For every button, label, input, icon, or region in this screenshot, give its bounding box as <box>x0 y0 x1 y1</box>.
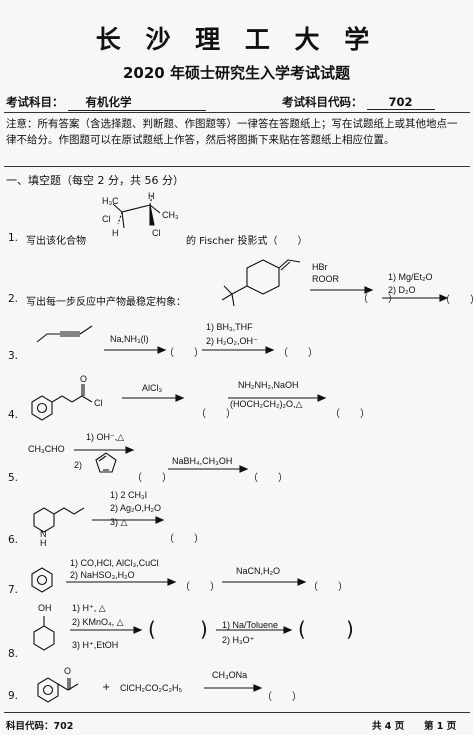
q5-reagent-oh: 1) OH⁻,△ <box>86 432 125 442</box>
q1-structure <box>112 195 161 229</box>
q9-number: 9. <box>8 690 19 702</box>
q1-text: 写出该化合物 <box>26 236 86 247</box>
q4-product1: （ ） <box>196 409 236 420</box>
q5-acetaldehyde: CH₃CHO <box>28 444 65 454</box>
q2-product2: （ ） <box>440 295 473 306</box>
q2-product1: （ ） <box>358 294 398 305</box>
q9-reagent-naome: CH₃ONa <box>212 670 248 680</box>
q5-product1: （ ） <box>132 473 172 484</box>
q3-product2: （ ） <box>278 348 318 359</box>
q5-reagent-2: 2) <box>74 460 83 470</box>
university-name: 长 沙 理 工 大 学 <box>95 25 378 54</box>
q5-product2: （ ） <box>248 473 288 484</box>
q6-number: 6. <box>8 534 19 546</box>
q8-reagent-h3o: 2) H₃O⁺ <box>222 635 255 645</box>
q3-product1: （ ） <box>164 348 204 359</box>
q7-product1: （ ） <box>180 582 220 593</box>
subject-label: 考试科目： <box>6 95 64 109</box>
q3-reagent-na: Na,NH₃(l) <box>110 334 149 344</box>
q1-h3c: H₃C <box>102 196 119 206</box>
q9-structure <box>37 677 263 703</box>
q7-structure <box>31 567 307 593</box>
q1-cl-right: Cl <box>152 228 161 238</box>
q6-reagent-ag2o: 2) Ag₂O,H₂O <box>110 503 162 513</box>
q2-reagent-roor: ROOR <box>312 274 339 284</box>
q4-cl: Cl <box>94 398 103 408</box>
q3-number: 3. <box>8 350 19 362</box>
code-label: 考试科目代码： <box>282 95 363 109</box>
q4-o: O <box>80 374 88 384</box>
q7-number: 7. <box>8 584 19 596</box>
q8-reagent-etoh: 3) H⁺,EtOH <box>72 640 119 650</box>
q6-n: N <box>40 529 47 539</box>
q5-reagent-nabh4: NaBH₄,CH₃OH <box>172 456 233 466</box>
q3-reagent-h2o2: 2) H₂O₂,OH⁻ <box>206 336 258 346</box>
q8-paren-right: ) <box>200 617 208 641</box>
notice-text: 注意：所有答案（含选择题、判断题、作图题等）一律答在答题纸上；写在试题纸上或其他… <box>6 118 458 146</box>
header-divider <box>4 112 470 113</box>
q4-reagent-alcl3: AlCl₃ <box>142 383 163 393</box>
q1-cl-left: Cl <box>102 214 111 224</box>
q8-paren2-left: ( <box>298 617 306 641</box>
q2-structure <box>221 259 449 307</box>
q6-reagent-mei: 1) 2 CH₃I <box>110 490 148 500</box>
q2-reagent-hbr: HBr <box>312 262 328 272</box>
q2-reagent-mg: 1) Mg/Et₂O <box>388 272 433 282</box>
footer-page-number: 第 1 页 <box>424 721 457 732</box>
q8-oh: OH <box>38 603 52 613</box>
q3-structure <box>36 325 275 354</box>
q6-product1: （ ） <box>164 534 204 545</box>
exam-title: 2020 年硕士研究生入学考试试题 <box>123 64 350 82</box>
q7-product2: （ ） <box>308 582 348 593</box>
subject-value: 有机化学 <box>67 94 206 111</box>
q2-reagent-d2o: 2) D₂O <box>388 285 416 295</box>
q8-reagent-h: 1) H⁺, △ <box>72 603 106 613</box>
q4-reagent-hydrazine: NH₂NH₂,NaOH <box>238 380 299 390</box>
q6-h: H <box>40 538 47 548</box>
q7-reagent-nacn: NaCN,H₂O <box>236 566 280 576</box>
q1-ch3: CH₃ <box>162 210 179 220</box>
q7-reagent-co: 1) CO,HCl, AlCl₃,CuCl <box>70 558 159 568</box>
q5-structure <box>74 446 249 473</box>
q9-product1: （ ） <box>262 692 302 703</box>
footer-code: 科目代码：702 <box>6 721 74 732</box>
q8-reagent-na: 1) Na/Toluene <box>222 620 279 630</box>
q2-number: 2. <box>8 293 19 305</box>
q9-plus: + <box>102 682 111 693</box>
q1-number: 1. <box>8 232 19 244</box>
q5-number: 5. <box>8 472 19 484</box>
code-value: 702 <box>366 95 435 110</box>
q6-reagent-heat: 3) △ <box>110 517 128 527</box>
q9-o: O <box>64 666 72 676</box>
q4-structure <box>31 384 327 421</box>
q2-text: 写出每一步反应中产物最稳定构象： <box>26 297 186 308</box>
q4-reagent-glycol: (HOCH₂CH₂)₂O,△ <box>230 399 303 409</box>
q8-structure <box>33 616 293 651</box>
q9-reagent-ester: ClCH₂CO₂C₂H₅ <box>120 683 183 693</box>
q8-number: 8. <box>8 648 19 660</box>
q1-h-left: H <box>112 228 119 238</box>
q8-reagent-kmno4: 2) KMnO₄, △ <box>72 617 124 627</box>
subject-line: 考试科目： 有机化学 <box>6 94 206 111</box>
q1-h-right: H <box>148 191 155 201</box>
q7-reagent-nahso3: 2) NaHSO₃,H₂O <box>70 570 135 580</box>
footer-divider <box>4 712 470 713</box>
section-title: 一、填空题（每空 2 分，共 56 分） <box>6 174 184 187</box>
q3-reagent-bh3: 1) BH₃,THF <box>206 322 253 332</box>
code-line: 考试科目代码： 702 <box>282 94 435 110</box>
q8-paren-left: ( <box>148 617 156 641</box>
q4-number: 4. <box>8 409 19 421</box>
q8-paren2-right: ) <box>346 617 354 641</box>
footer-total-pages: 共 4 页 <box>372 721 405 732</box>
q6-structure <box>33 507 165 533</box>
q1-text2: 的 Fischer 投影式（ ） <box>186 236 308 247</box>
q4-product2: （ ） <box>330 409 370 420</box>
notice-divider <box>4 166 470 167</box>
